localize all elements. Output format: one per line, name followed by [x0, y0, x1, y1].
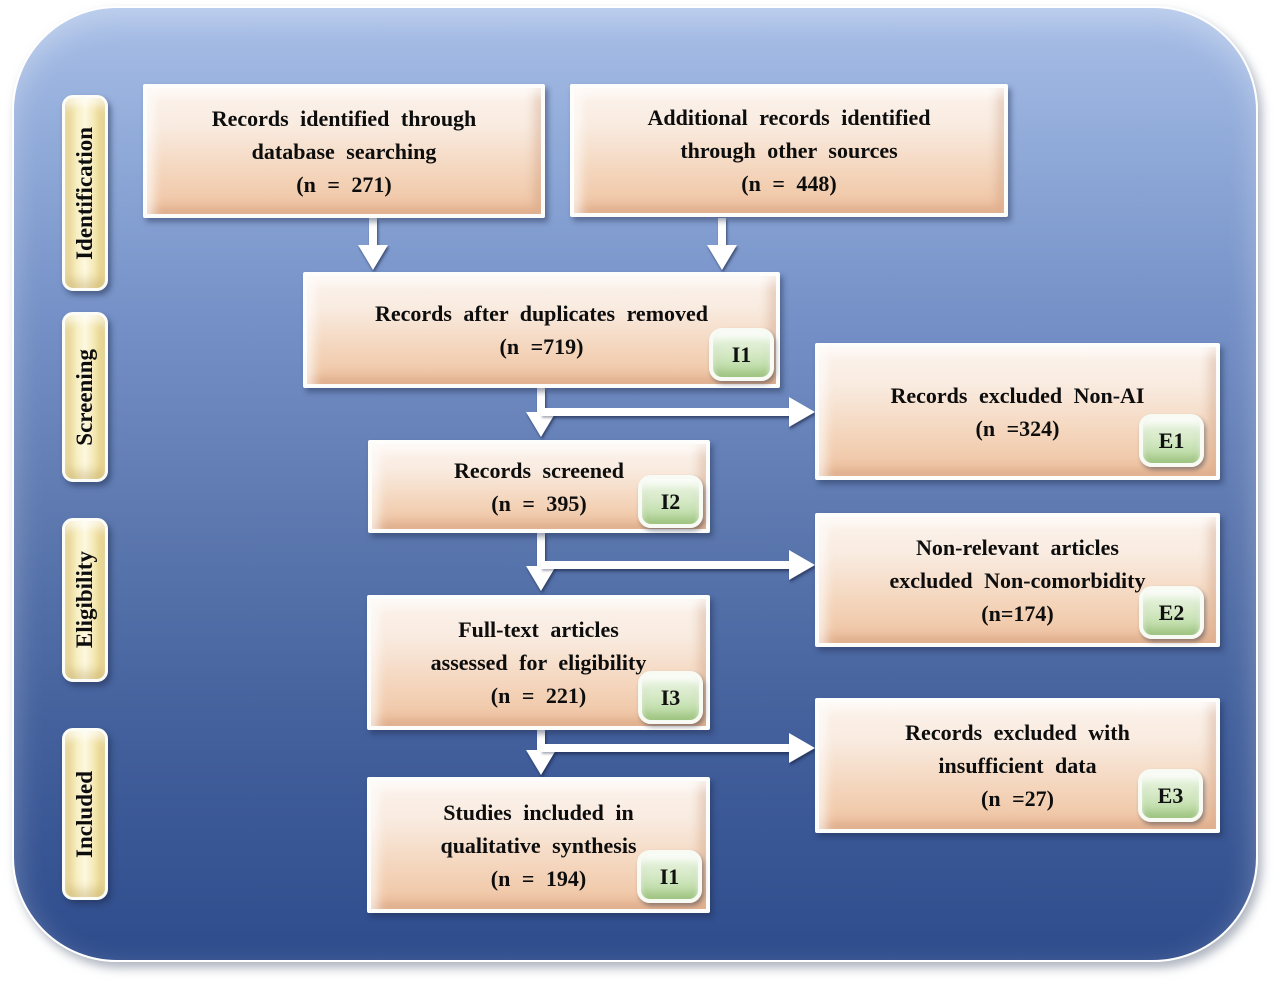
- node-text-line: Records identified through: [211, 105, 477, 131]
- badge-i2: I2: [638, 475, 703, 528]
- badge-i1: I1: [709, 328, 774, 381]
- node-records-excluded-non-ai: Records excluded Non-AI (n =324) E1: [815, 343, 1220, 480]
- badge-e3: E3: [1138, 769, 1203, 822]
- stage-label-identification: Identification: [62, 95, 108, 291]
- node-studies-included-qualitative-synthesis: Studies included in qualitative synthesi…: [367, 777, 710, 913]
- node-text-line: database searching: [251, 138, 437, 164]
- node-count: (n = 395): [491, 490, 587, 516]
- stage-label-included: Included: [62, 728, 108, 900]
- node-text-line: insufficient data: [938, 753, 1097, 778]
- badge-e2: E2: [1139, 586, 1204, 639]
- stage-label-text: Identification: [72, 126, 97, 260]
- node-count: (n=174): [981, 600, 1054, 626]
- node-count: (n = 448): [741, 171, 837, 196]
- stage-label-text: Screening: [72, 348, 97, 446]
- node-count: (n = 221): [490, 683, 587, 708]
- node-count: (n = 271): [296, 171, 392, 197]
- node-count: (n =719): [499, 334, 584, 359]
- node-text-line: excluded Non-comorbidity: [889, 567, 1146, 593]
- node-text-line: Records after duplicates removed: [374, 301, 709, 326]
- node-text-line: Additional records identified: [647, 105, 931, 130]
- node-count: (n =324): [975, 415, 1060, 441]
- node-additional-records-other-sources: Additional records identified through ot…: [570, 84, 1008, 217]
- badge-i3: I3: [638, 671, 703, 724]
- node-text-line: Records screened: [454, 457, 624, 483]
- node-count: (n = 194): [490, 865, 587, 891]
- badge-i1-final: I1: [637, 850, 702, 903]
- node-non-relevant-articles-excluded: Non-relevant articles excluded Non-comor…: [815, 513, 1220, 647]
- node-text-line: Records excluded with: [905, 720, 1130, 745]
- node-text-line: through other sources: [680, 138, 898, 163]
- node-records-database-searching: Records identified through database sear…: [143, 84, 545, 218]
- stage-label-screening: Screening: [62, 312, 108, 482]
- node-text-line: Full-text articles: [458, 617, 619, 642]
- node-text-line: Studies included in: [443, 799, 634, 825]
- node-full-text-articles-assessed: Full-text articles assessed for eligibil…: [367, 595, 710, 730]
- stage-label-eligibility: Eligibility: [62, 518, 108, 682]
- node-text-line: assessed for eligibility: [430, 650, 647, 675]
- node-text-line: Non-relevant articles: [916, 534, 1119, 560]
- stage-label-text: Included: [72, 770, 97, 858]
- node-count: (n =27): [981, 786, 1054, 811]
- node-records-excluded-insufficient-data: Records excluded with insufficient data …: [815, 698, 1220, 833]
- node-records-screened: Records screened (n = 395) I2: [368, 440, 710, 533]
- node-text-line: Records excluded Non-AI: [890, 382, 1145, 408]
- node-text-line: qualitative synthesis: [440, 832, 637, 858]
- badge-e1: E1: [1139, 414, 1204, 467]
- stage-label-text: Eligibility: [72, 551, 97, 649]
- node-records-after-duplicates-removed: Records after duplicates removed (n =719…: [303, 272, 780, 388]
